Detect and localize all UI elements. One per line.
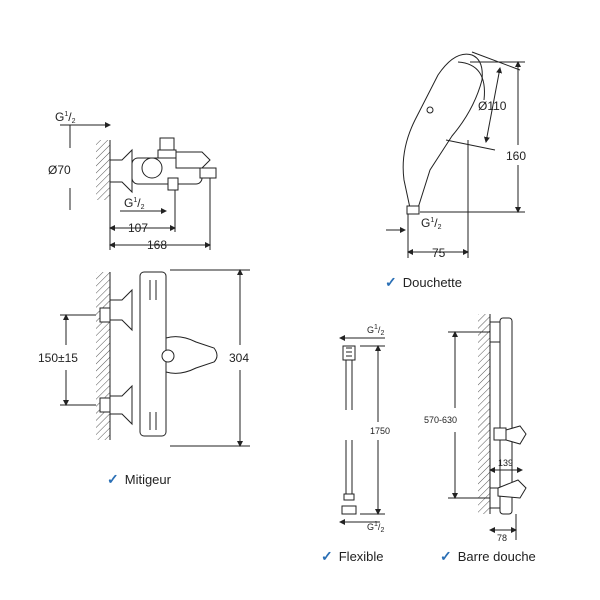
mixer-width-total-label: 168 — [147, 238, 167, 252]
caption-flexible-label: Flexible — [338, 549, 384, 564]
mixer-width-inner-label: 107 — [128, 221, 148, 235]
check-icon: ✓ — [321, 548, 333, 564]
rail-depth-label: 78 — [497, 533, 507, 543]
handshower-length-label: 160 — [506, 149, 526, 163]
wall-hatch — [478, 314, 490, 514]
mixer-outlet-thread-label: G1/2 — [124, 196, 145, 211]
hose-view — [339, 335, 385, 525]
caption-barre: ✓ Barre douche — [440, 548, 536, 565]
rail-slider-offset-label: 139 — [498, 458, 513, 468]
rail-height-label: 570-630 — [424, 415, 457, 425]
handshower-thread-label: G1/2 — [421, 216, 442, 231]
wall-hatch — [96, 272, 110, 440]
check-icon: ✓ — [440, 548, 452, 564]
caption-mitigeur: ✓ Mitigeur — [107, 471, 171, 488]
mixer-front-view — [60, 269, 250, 447]
caption-flexible: ✓ Flexible — [321, 548, 384, 565]
mixer-thread-label: G1/2 — [55, 110, 76, 125]
mixer-top-view — [60, 122, 217, 250]
handshower-view — [386, 51, 525, 258]
hose-top-thread-label: G1/2 — [367, 324, 384, 337]
caption-mitigeur-label: Mitigeur — [124, 472, 171, 487]
hose-bottom-thread-label: G1/2 — [367, 521, 384, 534]
handshower-diameter-label: Ø110 — [478, 99, 507, 113]
caption-barre-label: Barre douche — [457, 549, 536, 564]
rail-view — [448, 314, 527, 540]
mixer-centers-label: 150±15 — [38, 351, 78, 365]
check-icon: ✓ — [107, 471, 119, 487]
check-icon: ✓ — [385, 274, 397, 290]
caption-douchette: ✓ Douchette — [385, 274, 462, 291]
caption-douchette-label: Douchette — [402, 275, 462, 290]
wall-hatch — [96, 140, 110, 200]
hose-length-label: 1750 — [370, 426, 390, 436]
mixer-height-label: 304 — [229, 351, 249, 365]
mixer-diameter-label: Ø70 — [48, 163, 71, 177]
handshower-width-label: 75 — [432, 246, 446, 260]
